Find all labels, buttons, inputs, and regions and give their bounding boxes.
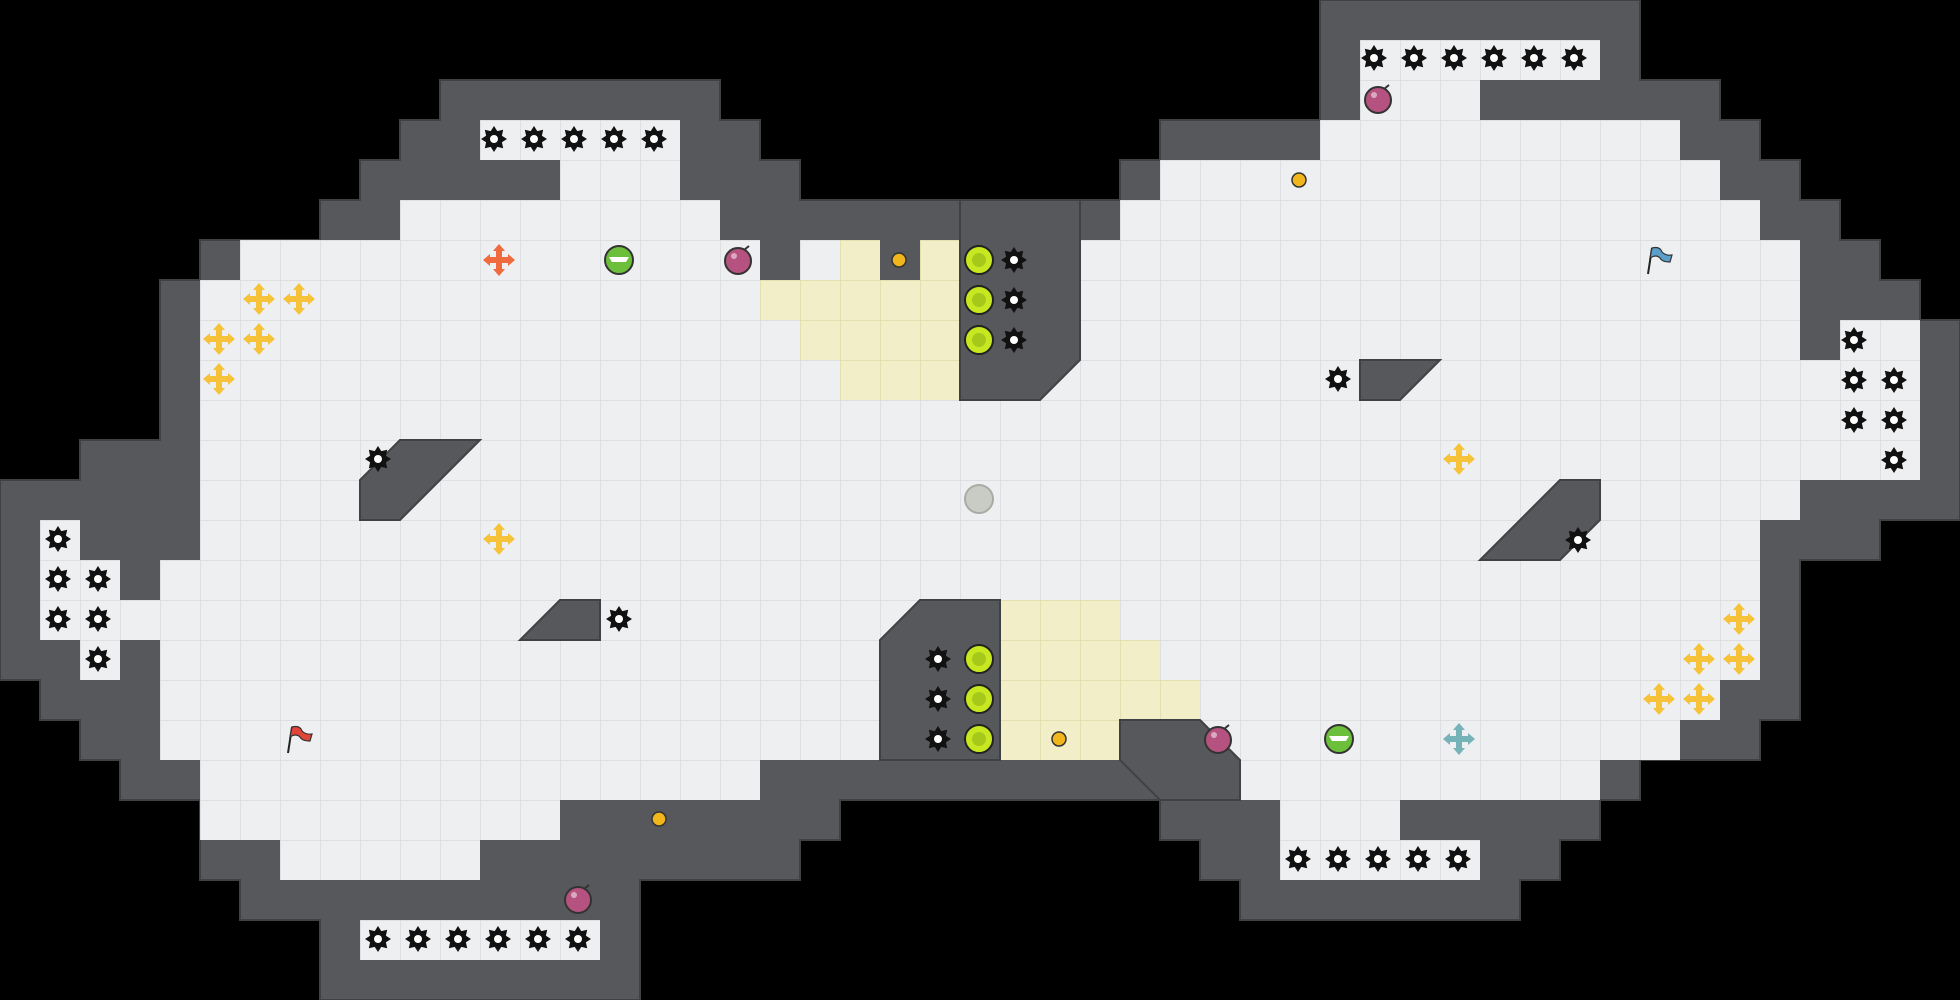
spike-icon (1318, 839, 1358, 879)
spike-icon (358, 439, 398, 479)
spike-icon (634, 119, 674, 159)
spike-icon (1834, 360, 1874, 400)
spike-icon (1318, 359, 1358, 399)
yellow-cross-icon (239, 279, 279, 319)
slime-icon (959, 679, 999, 719)
red-flag-icon (278, 719, 318, 759)
yellow-cross-icon (279, 279, 319, 319)
spike-icon (1554, 38, 1594, 78)
spike-icon (918, 639, 958, 679)
yellow-cross-icon (199, 319, 239, 359)
bomb-icon (719, 240, 759, 280)
orange-cross-icon (479, 240, 519, 280)
coin-icon (639, 799, 679, 839)
bomb-icon (1199, 719, 1239, 759)
spike-icon (78, 559, 118, 599)
spike-icon (1354, 38, 1394, 78)
floor (120, 80, 1840, 880)
coin-icon (1279, 160, 1319, 200)
coin-icon (879, 240, 919, 280)
spike-icon (38, 559, 78, 599)
spike-icon (558, 919, 598, 959)
spike-icon (358, 919, 398, 959)
spike-icon (1834, 400, 1874, 440)
teal-cross-icon (1439, 719, 1479, 759)
spike-icon (994, 320, 1034, 360)
spike-icon (994, 280, 1034, 320)
spike-icon (1358, 839, 1398, 879)
spike-icon (1394, 38, 1434, 78)
blue-flag-icon (1638, 240, 1678, 280)
slime-icon (959, 639, 999, 679)
spike-icon (514, 119, 554, 159)
spike-icon (1834, 320, 1874, 360)
spike-icon (78, 639, 118, 679)
yellow-cross-icon (1439, 439, 1479, 479)
spike-icon (1398, 839, 1438, 879)
spike-icon (38, 519, 78, 559)
spike-icon (518, 919, 558, 959)
spike-icon (1514, 38, 1554, 78)
slime-icon (959, 240, 999, 280)
bomb-icon (559, 879, 599, 919)
spike-icon (1558, 520, 1598, 560)
spike-icon (1874, 440, 1914, 480)
spike-icon (918, 679, 958, 719)
yellow-cross-icon (1719, 599, 1759, 639)
spike-icon (1434, 38, 1474, 78)
spike-icon (1874, 400, 1914, 440)
coin-icon (1039, 719, 1079, 759)
spike-icon (38, 599, 78, 639)
slime-icon (959, 719, 999, 759)
yellow-cross-icon (239, 319, 279, 359)
yellow-cross-icon (479, 519, 519, 559)
spike-icon (1874, 360, 1914, 400)
spike-icon (78, 599, 118, 639)
player-ball (959, 479, 999, 519)
spike-icon (1278, 839, 1318, 879)
spike-icon (398, 919, 438, 959)
bomb-icon (1359, 79, 1399, 119)
green-ball-icon (599, 240, 639, 280)
green-ball-icon (1319, 719, 1359, 759)
yellow-cross-icon (1679, 679, 1719, 719)
slime-icon (959, 320, 999, 360)
slime-icon (959, 280, 999, 320)
yellow-cross-icon (199, 359, 239, 399)
spike-icon (994, 240, 1034, 280)
spike-icon (478, 919, 518, 959)
spike-icon (1438, 839, 1478, 879)
spike-icon (554, 119, 594, 159)
spike-icon (599, 599, 639, 639)
yellow-cross-icon (1639, 679, 1679, 719)
spike-icon (918, 719, 958, 759)
spike-icon (438, 919, 478, 959)
spike-icon (1474, 38, 1514, 78)
spike-icon (474, 119, 514, 159)
spike-icon (594, 119, 634, 159)
yellow-cross-icon (1719, 639, 1759, 679)
yellow-cross-icon (1679, 639, 1719, 679)
